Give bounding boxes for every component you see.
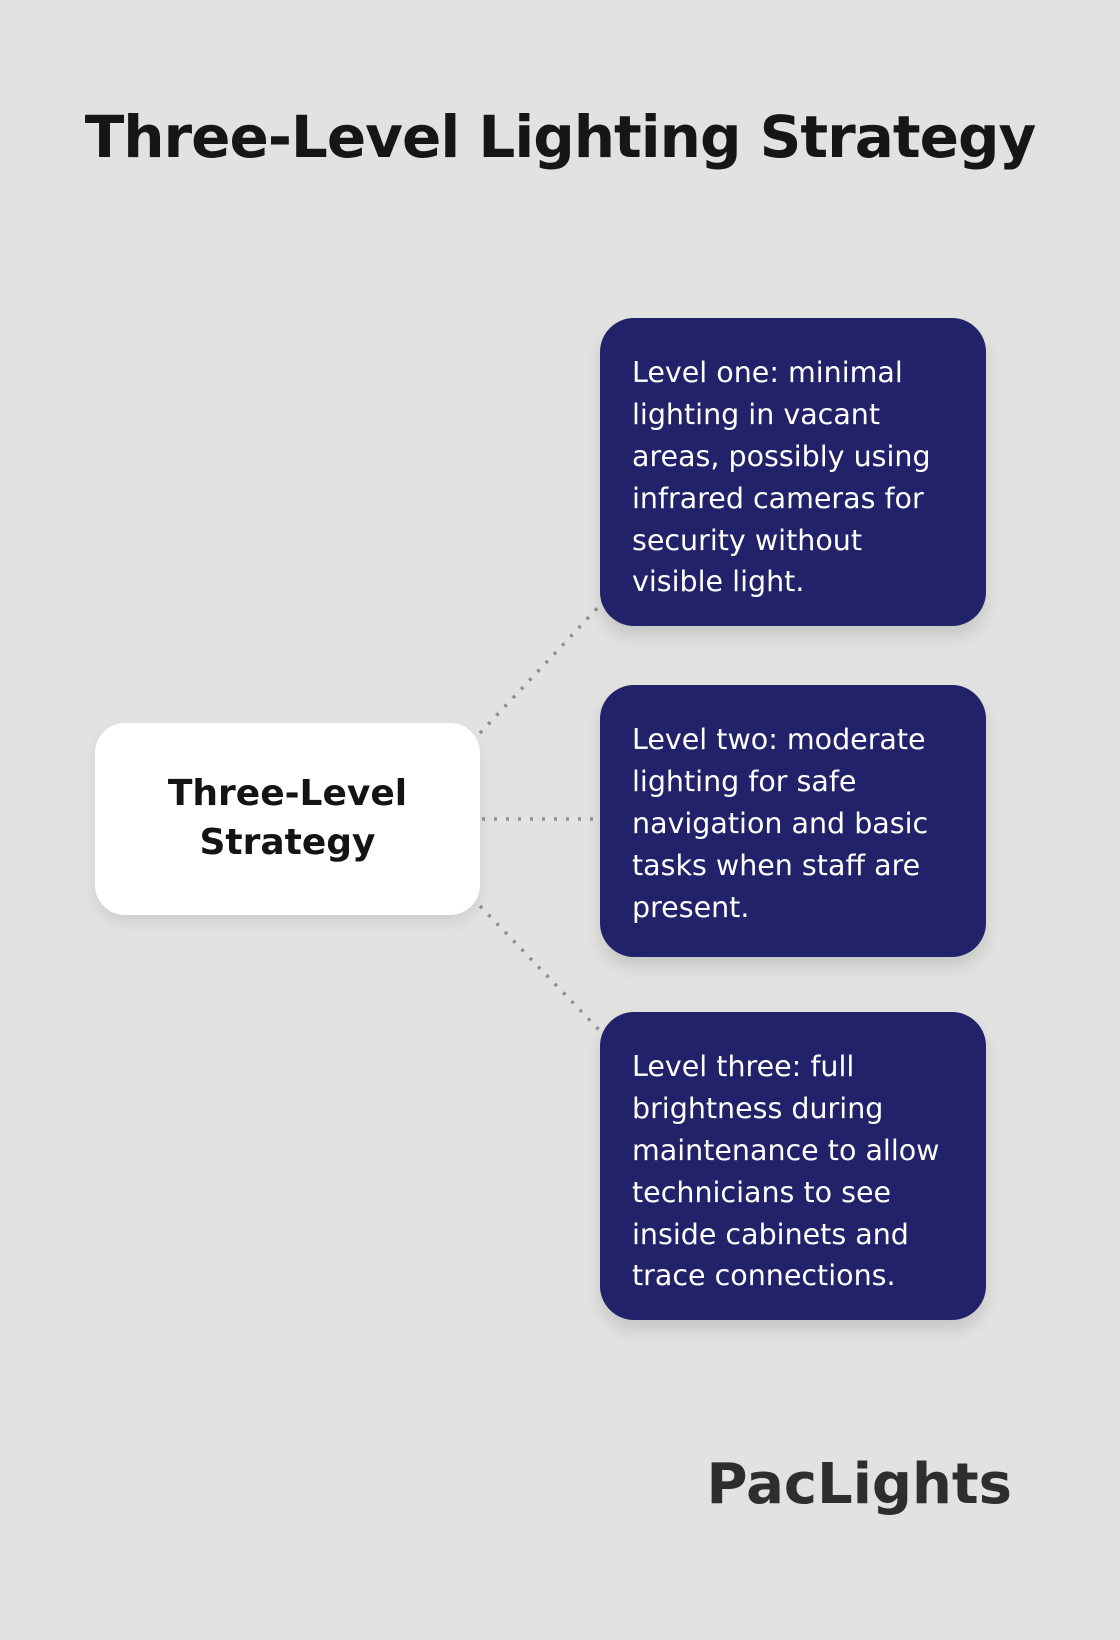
connector-line-top xyxy=(478,599,606,735)
level-two-box: Level two: moderate lighting for safe na… xyxy=(600,685,986,957)
level-three-text: Level three: full brightness during main… xyxy=(632,1050,940,1293)
level-three-box: Level three: full brightness during main… xyxy=(600,1012,986,1320)
brand-logo: PacLights xyxy=(706,1452,1012,1517)
page-title: Three-Level Lighting Strategy xyxy=(84,103,1037,171)
center-node: Three-Level Strategy xyxy=(95,723,480,915)
level-one-text: Level one: minimal lighting in vacant ar… xyxy=(632,356,931,599)
level-one-box: Level one: minimal lighting in vacant ar… xyxy=(600,318,986,626)
center-node-label: Three-Level Strategy xyxy=(167,773,408,863)
level-two-text: Level two: moderate lighting for safe na… xyxy=(632,723,929,924)
connector-line-bottom xyxy=(478,904,606,1037)
